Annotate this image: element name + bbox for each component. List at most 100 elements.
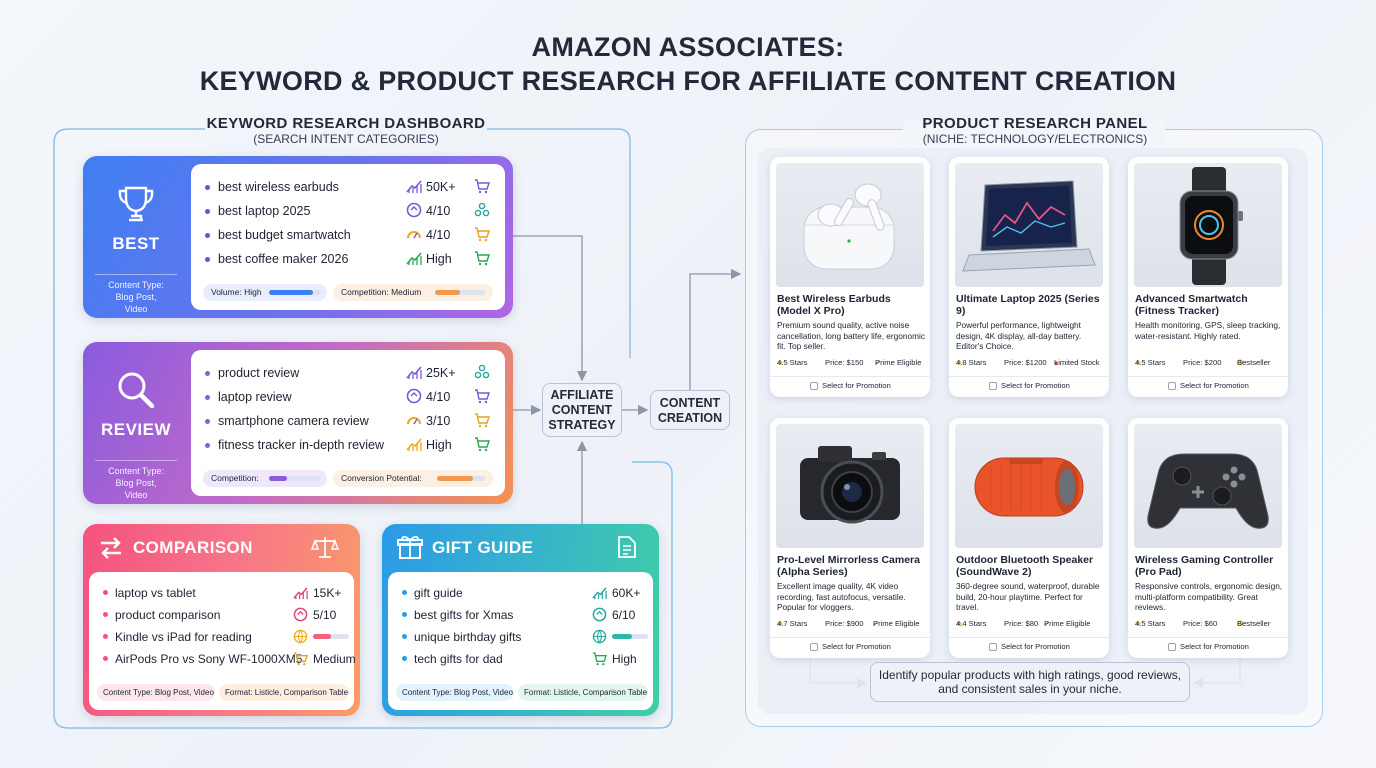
list-item[interactable]: laptop review 4/10	[205, 388, 491, 408]
product-title: Best Wireless Earbuds (Model X Pro)	[777, 293, 891, 317]
product-card[interactable]: Wireless Gaming Controller (Pro Pad) Res…	[1128, 418, 1288, 658]
metric: High	[612, 652, 637, 666]
checkbox[interactable]	[810, 382, 818, 390]
keyword: laptop vs tablet	[115, 586, 196, 600]
title-line-2: KEYWORD & PRODUCT RESEARCH FOR AFFILIATE…	[199, 66, 1177, 96]
keyword: best budget smartwatch	[218, 228, 351, 242]
select-for-promotion[interactable]: Select for Promotion	[949, 376, 1109, 394]
list-item[interactable]: best budget smartwatch 4/10	[205, 226, 491, 246]
competition-bar	[435, 290, 460, 295]
smartwatch-icon	[1179, 167, 1243, 285]
product-card[interactable]: Ultimate Laptop 2025 (Series 9) Powerful…	[949, 157, 1109, 397]
volume-bar	[269, 290, 314, 295]
list-item[interactable]: product review 25K+	[205, 364, 491, 384]
list-item[interactable]: gift guide 60K+	[402, 584, 641, 602]
product-price: Price: $60	[1183, 619, 1218, 628]
list-item[interactable]: laptop vs tablet 15K+	[103, 584, 342, 602]
keyword: best coffee maker 2026	[218, 252, 349, 266]
list-item[interactable]: AirPods Pro vs Sony WF-1000XM5 Medium	[103, 650, 356, 668]
difficulty-gauge-icon	[293, 607, 308, 622]
product-title: Wireless Gaming Controller (Pro Pad)	[1135, 554, 1274, 578]
product-description: Responsive controls, ergonomic design, m…	[1135, 581, 1283, 612]
best-to-strategy-arrow	[513, 235, 588, 382]
content-type-pill: Content Type: Blog Post, Video	[396, 684, 514, 701]
star-icon: ★	[1135, 619, 1142, 628]
cart-icon	[475, 413, 490, 428]
product-description: Premium sound quality, active noise canc…	[777, 320, 926, 351]
product-price: Price: $1200	[1004, 358, 1047, 367]
list-item[interactable]: Kindle vs iPad for reading	[103, 628, 349, 646]
conversion-bar	[437, 476, 473, 481]
product-card[interactable]: Best Wireless Earbuds (Model X Pro) Prem…	[770, 157, 930, 397]
magnifier-icon	[118, 372, 155, 409]
difficulty-gauge-icon	[407, 417, 421, 425]
product-title: Pro-Level Mirrorless Camera (Alpha Serie…	[777, 554, 920, 578]
volume-chart-icon	[293, 587, 308, 600]
keyword-dashboard-subtitle: (SEARCH INTENT CATEGORIES)	[253, 132, 439, 146]
select-for-promotion[interactable]: Select for Promotion	[1128, 637, 1288, 655]
best-keyword-list: best wireless earbuds 50K+ best laptop 2…	[191, 164, 505, 310]
difficulty-gauge-icon	[407, 231, 421, 239]
comparison-keyword-list: laptop vs tablet 15K+ product comparison…	[89, 572, 356, 710]
metric: 25K+	[426, 366, 456, 380]
volume-pill: Volume: High	[203, 284, 327, 301]
list-item[interactable]: best coffee maker 2026 High	[205, 250, 491, 270]
checkbox[interactable]	[810, 643, 818, 651]
metric: 4/10	[426, 228, 451, 242]
product-price: Price: $200	[1183, 358, 1222, 367]
keyword: tech gifts for dad	[414, 652, 503, 666]
format-pill: Format: Listicle, Comparison Table	[518, 684, 648, 701]
list-item[interactable]: tech gifts for dad High	[402, 650, 641, 668]
review-content-type: Content Type: Blog Post, Video	[108, 466, 164, 500]
metric: 3/10	[426, 414, 451, 428]
list-item[interactable]: best wireless earbuds 50K+	[205, 178, 491, 198]
list-item[interactable]: product comparison 5/10	[103, 606, 342, 624]
keyword: AirPods Pro vs Sony WF-1000XM5	[115, 652, 303, 666]
product-card[interactable]: Pro-Level Mirrorless Camera (Alpha Serie…	[770, 418, 930, 658]
creation-to-products-arrow	[689, 268, 742, 390]
content-type-pill: Content Type: Blog Post, Video	[97, 684, 215, 701]
keyword: best gifts for Xmas	[414, 608, 514, 622]
metric: 4/10	[426, 390, 451, 404]
metric: 15K+	[313, 586, 342, 600]
product-card[interactable]: Outdoor Bluetooth Speaker (SoundWave 2) …	[949, 418, 1109, 658]
keyword: Kindle vs iPad for reading	[115, 630, 252, 644]
laptop-icon	[962, 180, 1096, 272]
star-icon: ★	[777, 619, 784, 628]
list-item[interactable]: best laptop 2025 4/10	[205, 202, 491, 222]
format-pill: Format: Listicle, Comparison Table	[219, 684, 349, 701]
list-item[interactable]: fitness tracker in-depth review High	[205, 436, 491, 456]
metric: High	[426, 252, 452, 266]
checkbox[interactable]	[1168, 643, 1176, 651]
list-item[interactable]: smartphone camera review 3/10	[205, 412, 491, 432]
cluster-icon	[474, 202, 490, 217]
product-description: Excellent image quality, 4K video record…	[777, 581, 906, 612]
list-item[interactable]: unique birthday gifts	[402, 628, 648, 646]
checkbox[interactable]	[1168, 382, 1176, 390]
checkbox[interactable]	[989, 643, 997, 651]
checkbox[interactable]	[989, 382, 997, 390]
metric: 60K+	[612, 586, 641, 600]
keyword: fitness tracker in-depth review	[218, 438, 385, 452]
cart-icon	[475, 389, 490, 404]
cart-icon	[475, 179, 490, 194]
review-keyword-list: product review 25K+ laptop review 4/10 s…	[191, 350, 505, 496]
select-for-promotion[interactable]: Select for Promotion	[949, 637, 1109, 655]
keyword: gift guide	[414, 586, 463, 600]
best-content-type: Content Type: Blog Post, Video	[108, 280, 164, 314]
list-item[interactable]: best gifts for Xmas 6/10	[402, 606, 641, 624]
gift-guide-category-card: GIFT GUIDE gift guide 60K+ best gifts fo…	[382, 524, 659, 716]
metric: 4/10	[426, 204, 451, 218]
select-for-promotion[interactable]: Select for Promotion	[770, 376, 930, 394]
metric: Medium	[313, 652, 356, 666]
star-icon: ★	[777, 358, 784, 367]
select-for-promotion[interactable]: Select for Promotion	[1128, 376, 1288, 394]
gift-box-icon	[397, 535, 423, 559]
best-category-card: BEST Content Type: Blog Post, Video best…	[83, 156, 513, 318]
content-creation-box: CONTENT CREATION	[650, 390, 730, 430]
select-for-promotion[interactable]: Select for Promotion	[770, 637, 930, 655]
list-document-icon	[618, 536, 636, 558]
globe-icon	[293, 629, 308, 644]
metric: High	[426, 438, 452, 452]
product-card[interactable]: Advanced Smartwatch (Fitness Tracker) He…	[1128, 157, 1288, 397]
